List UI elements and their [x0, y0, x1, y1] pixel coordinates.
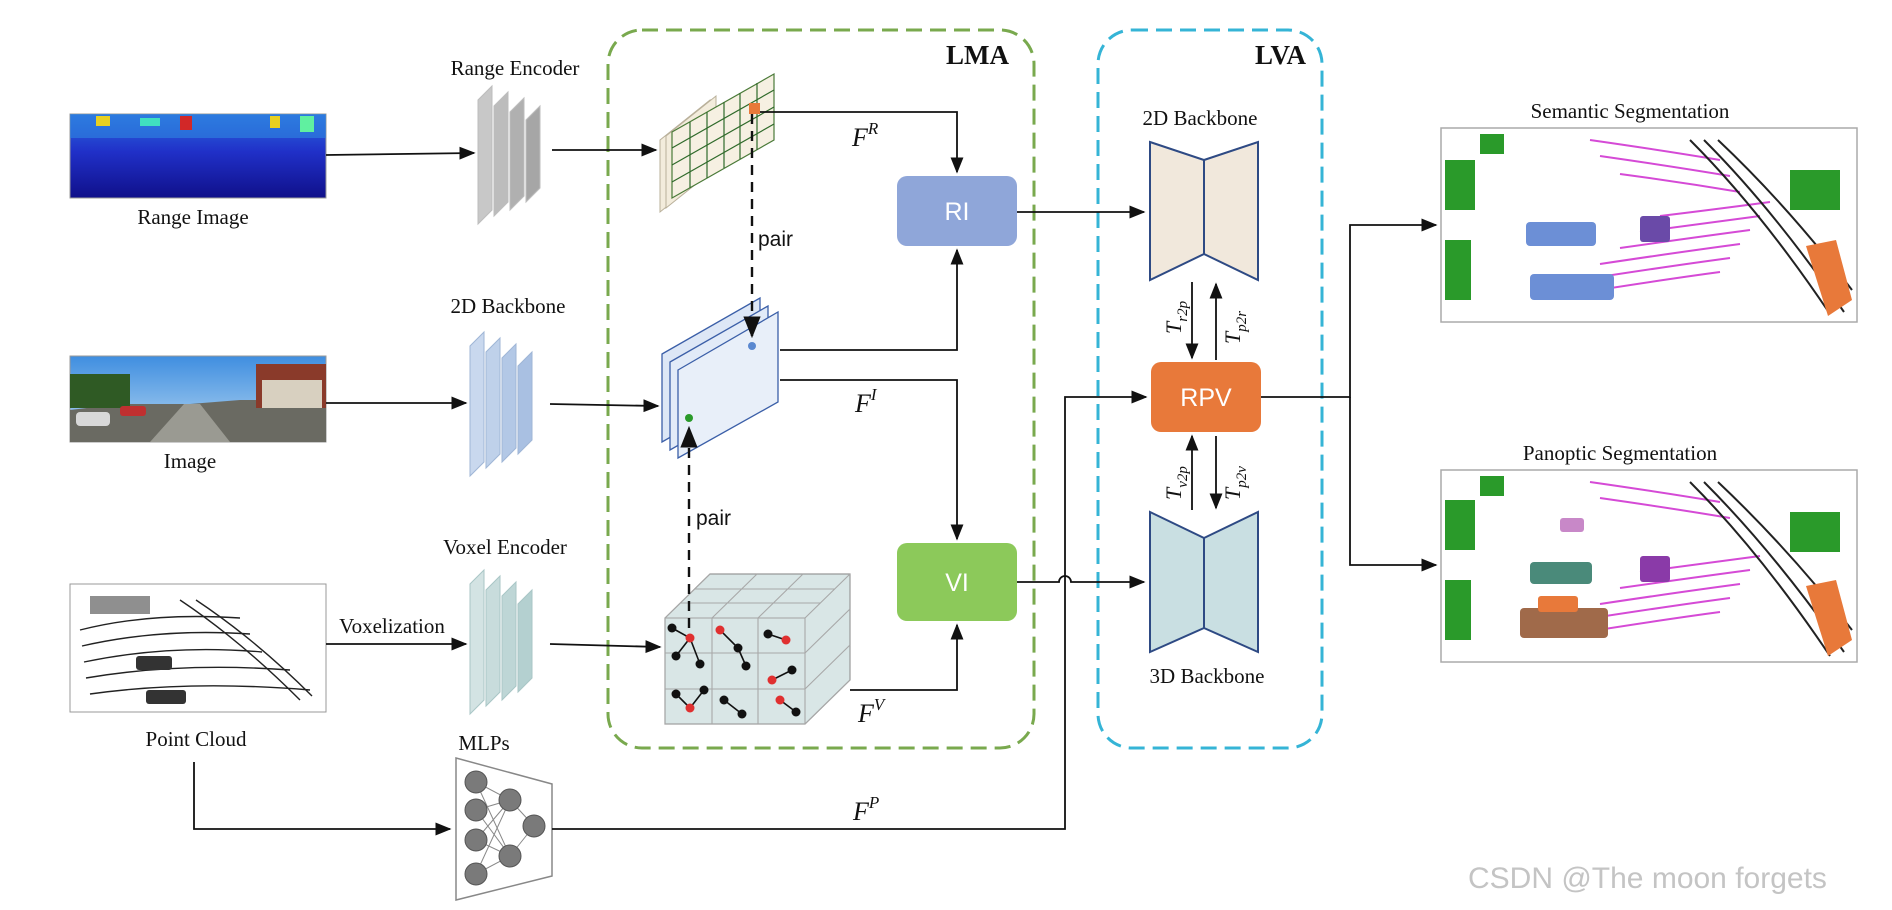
panoptic-segmentation-image: [1440, 469, 1858, 663]
semantic-segmentation-label: Semantic Segmentation: [1531, 99, 1730, 123]
lma-region: [606, 28, 1036, 750]
panoptic-segmentation-label: Panoptic Segmentation: [1523, 441, 1718, 465]
transform-label-p2v: Tp2v: [1220, 466, 1250, 500]
range-encoder-label: Range Encoder: [451, 56, 580, 80]
voxel-encoder-block: [469, 568, 533, 716]
image-label: Image: [164, 449, 216, 473]
lva-region: [1096, 28, 1324, 750]
ri-module: [897, 176, 1017, 246]
range-image-label: Range Image: [137, 205, 248, 229]
vi-module: [897, 543, 1017, 621]
watermark: CSDN @The moon forgets: [1468, 862, 1827, 895]
mlps-network: [455, 757, 553, 901]
lva-backbone-3d-label: 3D Backbone: [1150, 664, 1265, 688]
transform-label-v2p: Tv2p: [1161, 466, 1191, 500]
feature-label-fp: FP: [852, 793, 879, 826]
pair-label-top: pair: [758, 228, 793, 251]
range-feature-grid: [659, 72, 775, 214]
image-feature-planes: [661, 296, 779, 460]
feature-label-fr: FR: [851, 119, 879, 152]
transform-label-r2p: Tr2p: [1161, 300, 1191, 334]
feature-label-fv: FV: [857, 695, 887, 728]
lva-backbone-2d-label: 2D Backbone: [1143, 106, 1258, 130]
range-image-thumbnail: [69, 113, 327, 199]
vi-label: VI: [945, 569, 969, 597]
rpv-module: [1151, 362, 1261, 432]
backbone-2d-encoder-block: [469, 330, 533, 478]
ri-label: RI: [945, 198, 970, 226]
feature-label-fi: FI: [854, 385, 878, 418]
point-cloud-label: Point Cloud: [146, 727, 247, 751]
range-encoder-block: [477, 84, 541, 226]
lma-title: LMA: [946, 40, 1009, 70]
point-cloud-thumbnail: [69, 583, 327, 713]
lva-backbone-3d-block: [1149, 510, 1259, 654]
backbone-2d-encoder-label: 2D Backbone: [451, 294, 566, 318]
voxelization-label: Voxelization: [339, 614, 445, 638]
transform-label-p2r: Tp2r: [1220, 311, 1250, 344]
pair-label-bottom: pair: [696, 507, 731, 530]
camera-image-thumbnail: [69, 355, 327, 443]
voxel-encoder-label: Voxel Encoder: [443, 535, 567, 559]
lva-backbone-2d-block: [1149, 140, 1259, 282]
rpv-label: RPV: [1180, 384, 1232, 412]
mlps-label: MLPs: [458, 731, 509, 755]
semantic-segmentation-image: [1440, 127, 1858, 323]
voxel-feature-grid: [664, 573, 851, 725]
lva-title: LVA: [1255, 40, 1307, 70]
